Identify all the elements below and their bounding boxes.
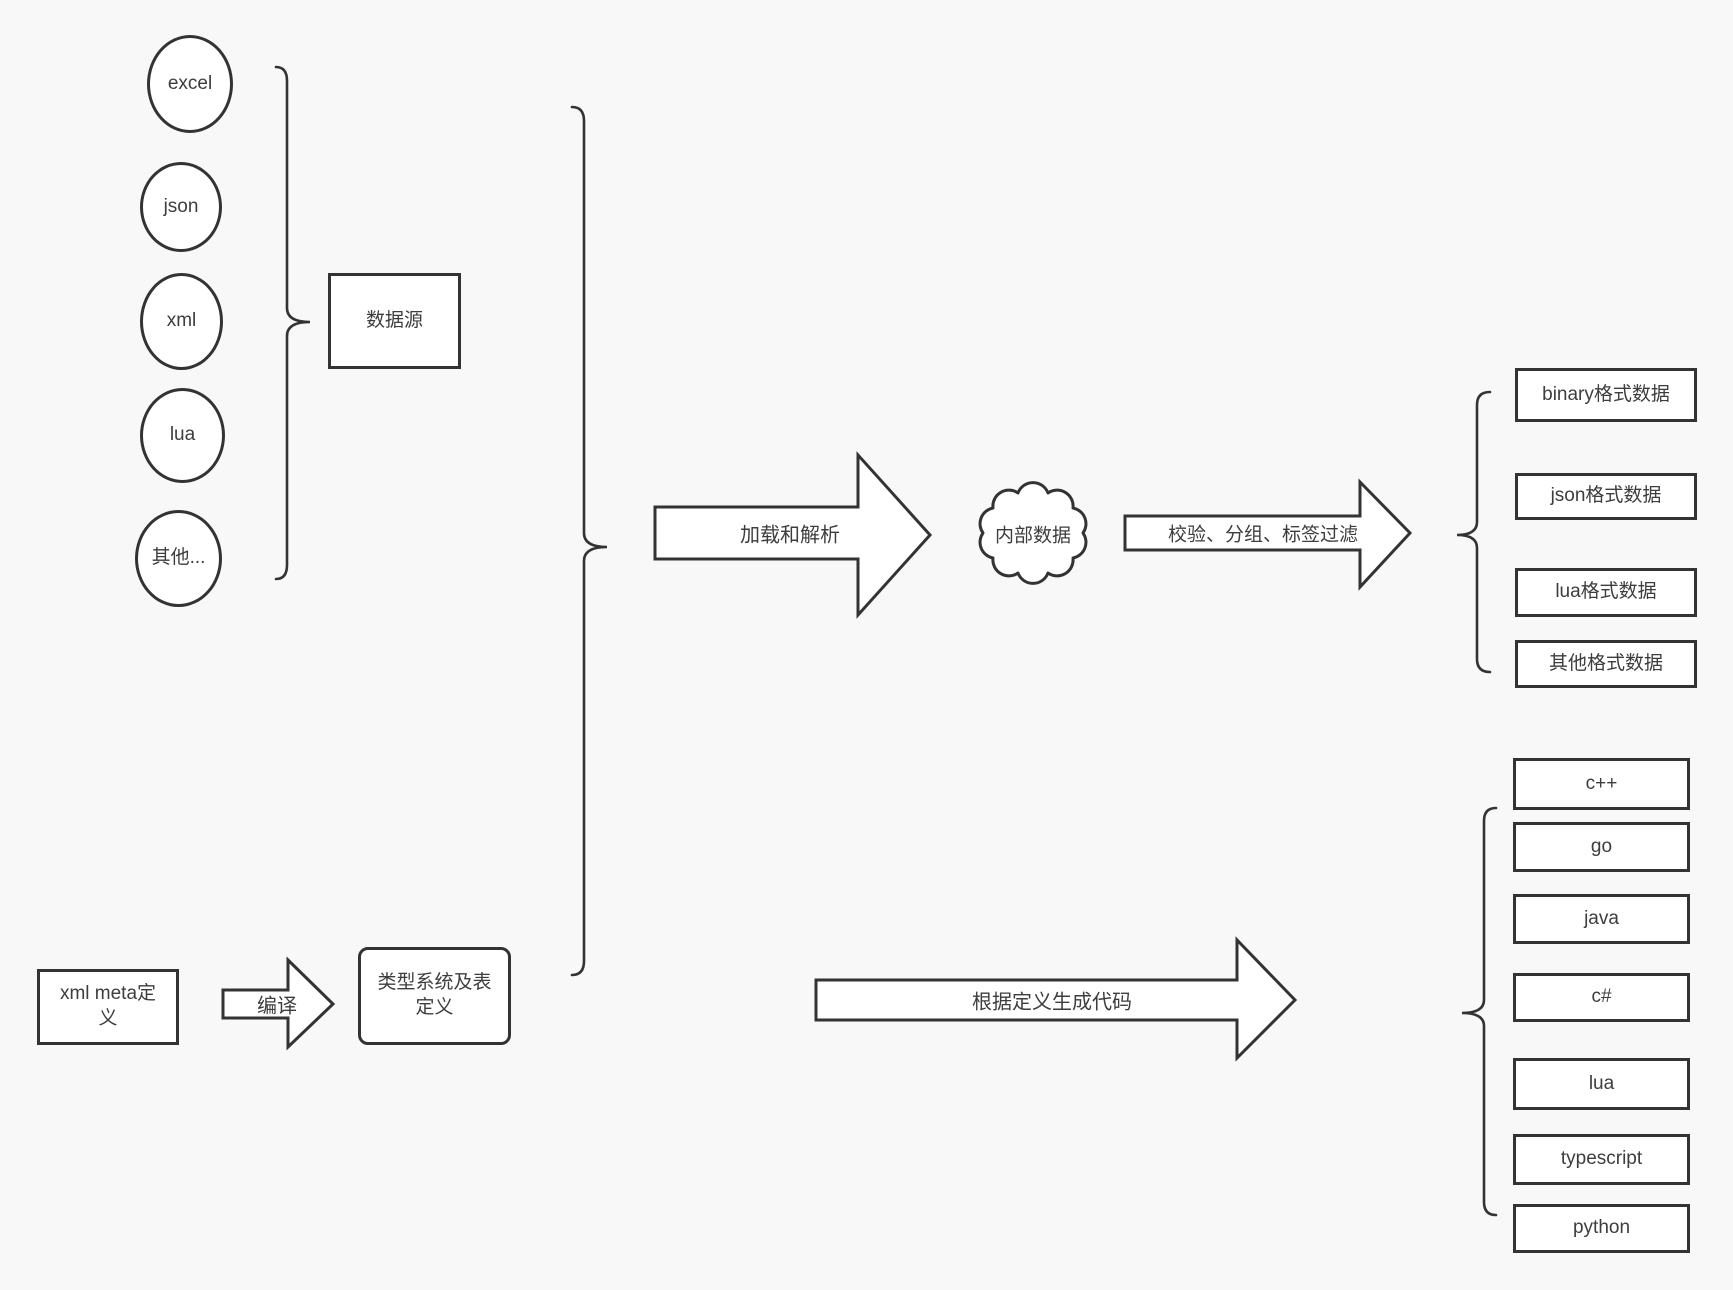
- label-compile: 编译: [257, 995, 297, 1018]
- box-lang-typescript: typescript: [1513, 1134, 1690, 1185]
- source-label: 其他...: [151, 547, 206, 569]
- lang-label: java: [1584, 907, 1619, 929]
- ellipse-source-excel: excel: [147, 35, 233, 133]
- box-label: xml meta定义: [59, 983, 157, 1029]
- box-lang-python: python: [1513, 1204, 1690, 1253]
- ellipse-source-json: json: [140, 162, 222, 252]
- label-codegen: 根据定义生成代码: [972, 991, 1132, 1014]
- source-label: excel: [167, 72, 213, 94]
- ellipse-source-other: 其他...: [135, 510, 222, 607]
- label-load-parse: 加载和解析: [740, 524, 840, 547]
- box-lang-cpp: c++: [1513, 758, 1690, 810]
- label-internal-data: 内部数据: [994, 525, 1072, 547]
- box-type-system-definition: 类型系统及表定义: [358, 947, 511, 1045]
- box-lang-go: go: [1513, 822, 1690, 872]
- cloud-internal-data: [978, 481, 1088, 585]
- source-label: json: [163, 195, 199, 217]
- ellipse-source-xml: xml: [140, 273, 223, 370]
- format-label: lua格式数据: [1555, 581, 1657, 603]
- box-label: 数据源: [365, 309, 423, 331]
- box-format-json: json格式数据: [1515, 473, 1697, 520]
- lang-label: python: [1572, 1217, 1631, 1239]
- box-data-source-group: 数据源: [328, 273, 461, 369]
- arrow-load-parse: [653, 451, 933, 619]
- source-label: lua: [169, 424, 196, 446]
- lang-label: typescript: [1560, 1148, 1643, 1170]
- brace-codegen-targets: [1461, 806, 1498, 1217]
- lang-label: c++: [1585, 772, 1618, 794]
- box-format-other: 其他格式数据: [1515, 640, 1697, 688]
- brace-output-formats: [1456, 390, 1492, 674]
- lang-label: go: [1590, 835, 1613, 857]
- format-label: 其他格式数据: [1548, 652, 1663, 674]
- box-lang-java: java: [1513, 894, 1690, 944]
- arrow-codegen: [814, 936, 1298, 1062]
- box-xml-meta-definition: xml meta定义: [37, 969, 179, 1045]
- arrow-compile: [221, 956, 336, 1051]
- brace-left-group: [570, 105, 608, 977]
- box-label: 类型系统及表定义: [377, 972, 492, 1018]
- format-label: json格式数据: [1550, 485, 1662, 507]
- box-format-binary: binary格式数据: [1515, 368, 1697, 422]
- label-filter: 校验、分组、标签过滤: [1167, 524, 1359, 546]
- lang-label: c#: [1591, 986, 1612, 1008]
- ellipse-source-lua: lua: [140, 388, 225, 483]
- arrow-filter: [1123, 478, 1413, 591]
- format-label: binary格式数据: [1542, 383, 1670, 405]
- brace-data-sources: [274, 65, 311, 581]
- source-label: xml: [166, 310, 197, 332]
- box-lang-lua: lua: [1513, 1058, 1690, 1110]
- lang-label: lua: [1588, 1072, 1615, 1094]
- box-lang-csharp: c#: [1513, 973, 1690, 1022]
- box-format-lua: lua格式数据: [1515, 568, 1697, 617]
